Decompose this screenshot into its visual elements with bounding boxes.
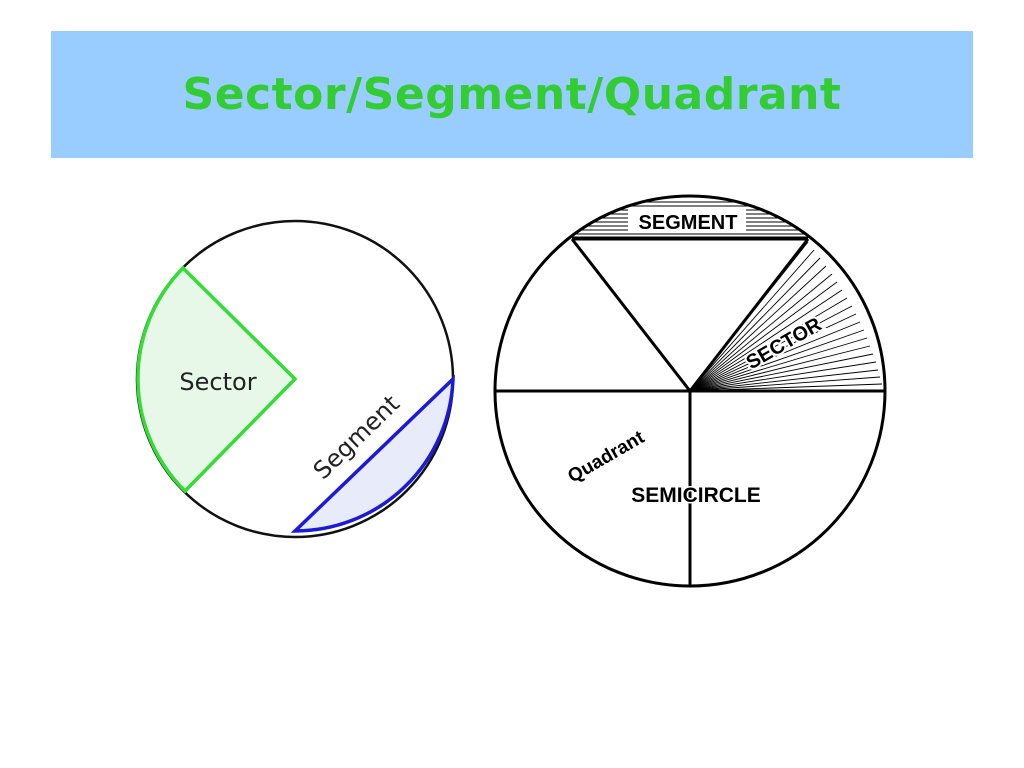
page-title: Sector/Segment/Quadrant [182, 69, 842, 120]
right-segment-label: SEGMENT [639, 212, 738, 234]
right-circle-diagram: SEGMENT SECTOR Quadrant SEMICIRCLE [493, 194, 887, 588]
right-sector-label: SECTOR [743, 313, 826, 374]
left-segment-shape [290, 374, 455, 533]
left-circle-diagram: Sector Segment [135, 219, 455, 539]
title-banner: Sector/Segment/Quadrant [51, 31, 973, 158]
right-sector-hatching [689, 241, 883, 392]
right-semicircle-label: SEMICIRCLE [631, 484, 761, 507]
radius-line [570, 238, 692, 392]
left-sector-shape [136, 265, 298, 494]
right-quadrant-label: Quadrant [564, 427, 648, 488]
radius-line [688, 238, 810, 392]
left-sector-label: Sector [179, 368, 256, 396]
segment-label-backing [628, 209, 746, 233]
